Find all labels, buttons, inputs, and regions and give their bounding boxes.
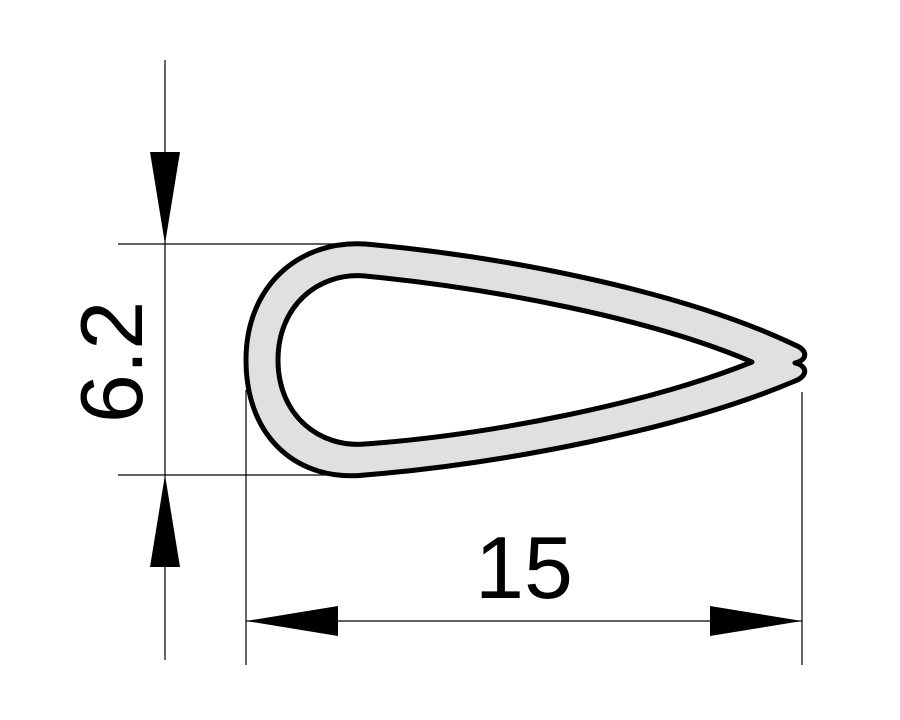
extension-lines bbox=[118, 243, 803, 665]
height-arrow-bottom bbox=[150, 475, 180, 567]
width-arrow-right bbox=[710, 606, 802, 636]
profile-inner-cavity bbox=[275, 273, 755, 447]
height-dimension: 6.2 bbox=[62, 60, 180, 660]
profile-cross-section bbox=[243, 241, 808, 479]
height-arrow-top bbox=[150, 152, 180, 244]
height-dimension-label: 6.2 bbox=[62, 301, 161, 423]
width-dimension: 15 bbox=[246, 518, 802, 636]
width-dimension-label: 15 bbox=[475, 518, 573, 617]
width-arrow-left bbox=[246, 606, 338, 636]
